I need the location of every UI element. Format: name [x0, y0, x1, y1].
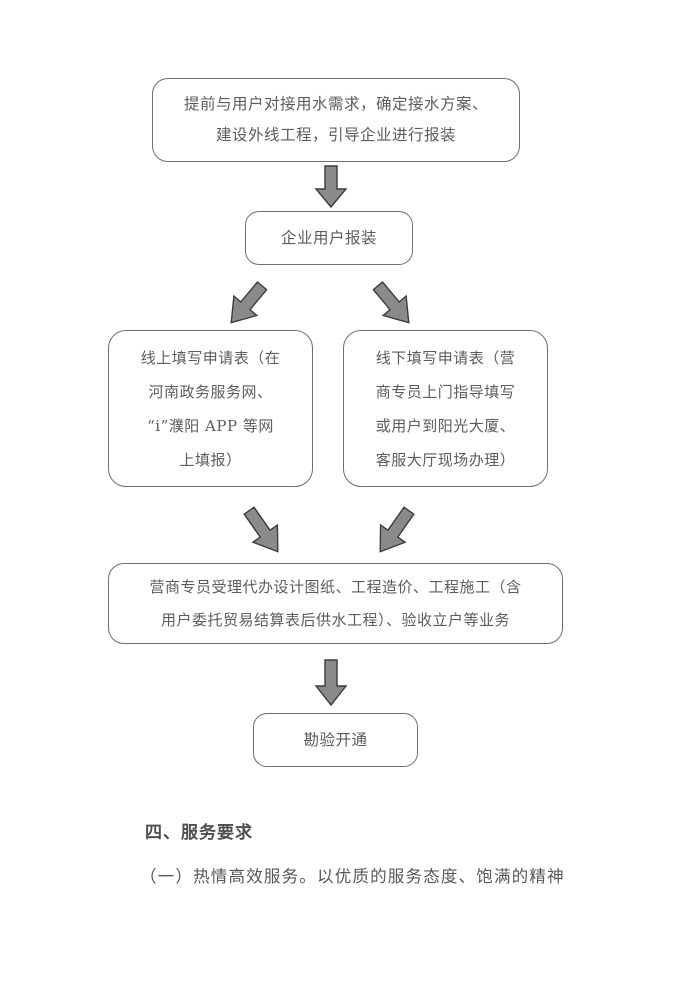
flow-node-line: 商专员上门指导填写	[375, 382, 516, 401]
flow-node-line: 线下填写申请表（营	[375, 348, 516, 367]
flow-node-online-form: 线上填写申请表（在 河南政务服务网、 “i”濮阳 APP 等网 上填报）	[108, 330, 313, 487]
arrow-down-right-icon	[366, 278, 422, 332]
flow-node-line: 企业用户报装	[280, 229, 377, 247]
arrow-down-icon	[313, 165, 349, 209]
arrow-down-left-icon	[218, 278, 274, 332]
flow-node-line: 线上填写申请表（在	[140, 348, 281, 367]
flow-node-survey-activation: 勘验开通	[253, 713, 418, 767]
flow-node-enterprise-application: 企业用户报装	[245, 211, 413, 265]
flow-node-line: 客服大厅现场办理）	[375, 450, 516, 469]
arrow-down-left-icon	[365, 504, 423, 560]
flow-node-line: 营商专员受理代办设计图纸、工程造价、工程施工（含	[149, 577, 522, 596]
flow-node-agent-handling: 营商专员受理代办设计图纸、工程造价、工程施工（含 用户委托贸易结算表后供水工程）…	[108, 563, 563, 644]
flow-node-line: 上填报）	[179, 450, 242, 469]
arrow-down-right-icon	[235, 504, 293, 560]
flow-node-line: 用户委托贸易结算表后供水工程）、验收立户等业务	[160, 610, 510, 629]
arrow-down-icon	[313, 659, 349, 707]
flow-node-line: 河南政务服务网、	[148, 382, 273, 401]
document-footer-text: 四、服务要求 （一）热情高效服务。以优质的服务态度、饱满的精神	[0, 818, 700, 887]
flow-node-line: 提前与用户对接用水需求，确定接水方案、	[183, 95, 488, 113]
flow-node-process-intro: 提前与用户对接用水需求，确定接水方案、 建设外线工程，引导企业进行报装	[152, 78, 520, 162]
flow-node-offline-form: 线下填写申请表（营 商专员上门指导填写 或用户到阳光大厦、 客服大厅现场办理）	[343, 330, 548, 487]
flow-node-line: 建设外线工程，引导企业进行报装	[215, 126, 456, 144]
section-paragraph: （一）热情高效服务。以优质的服务态度、饱满的精神	[140, 867, 565, 886]
flow-node-line: 勘验开通	[303, 731, 368, 749]
flow-node-line: 或用户到阳光大厦、	[375, 416, 516, 435]
section-heading: 四、服务要求	[145, 823, 253, 843]
flow-node-line: “i”濮阳 APP 等网	[147, 416, 274, 435]
